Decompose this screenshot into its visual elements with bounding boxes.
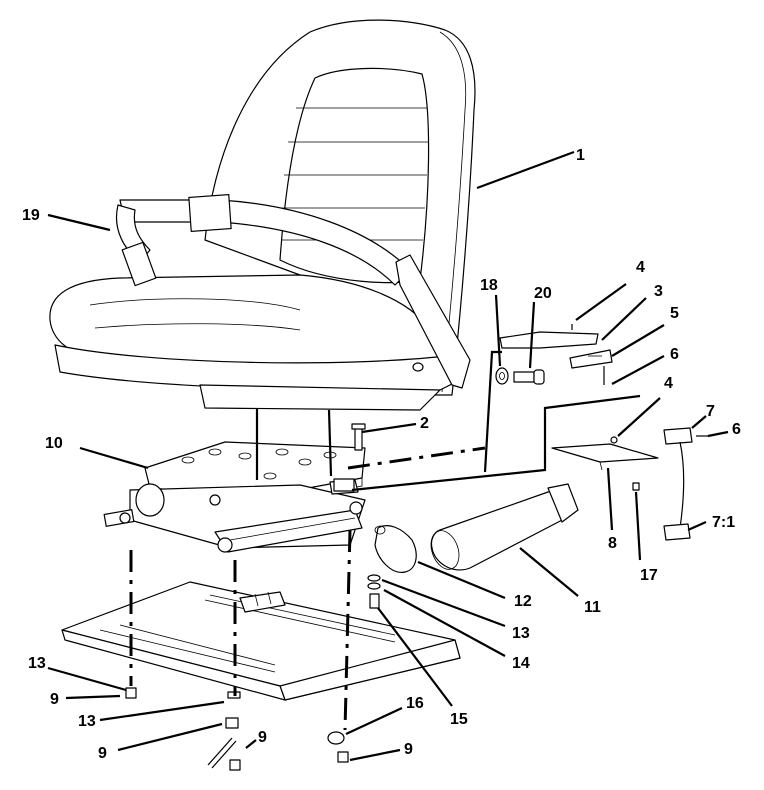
- clamp-ring-12: [374, 525, 417, 573]
- mounting-plate-3: [499, 331, 599, 349]
- console-parts: [499, 324, 708, 541]
- handle-parts: [374, 367, 579, 573]
- callout-9: 9: [98, 745, 107, 762]
- callout-6: 6: [732, 421, 741, 438]
- callout-11: 11: [584, 599, 601, 616]
- seat-suspension: [103, 441, 366, 553]
- belt-buckle: [188, 194, 232, 232]
- washer-18: [495, 367, 509, 385]
- callout-2: 2: [420, 415, 429, 432]
- bolt-20: [513, 371, 535, 383]
- callout-19: 19: [22, 207, 40, 224]
- callout-4: 4: [664, 375, 673, 392]
- bracket-5: [569, 349, 613, 369]
- callout-7-1: 7:1: [712, 514, 735, 531]
- callout-14: 14: [512, 655, 530, 672]
- callout-6: 6: [670, 346, 679, 363]
- callout-9: 9: [404, 741, 413, 758]
- bracket-7: [663, 427, 693, 445]
- callout-labels: 1 2 3 4 4 5 6 6 7 7:1 8 9 9 9 9 10 11 12…: [22, 147, 741, 762]
- callout-8: 8: [608, 535, 617, 552]
- leader-lines: [47, 150, 729, 762]
- adjuster-knob: [135, 483, 165, 517]
- callout-9: 9: [50, 691, 59, 708]
- harness-end-7-1: [663, 523, 691, 541]
- belt-anchor-bracket: [395, 254, 471, 389]
- callout-13: 13: [512, 625, 530, 642]
- callout-5: 5: [670, 305, 679, 322]
- callout-7: 7: [706, 403, 715, 420]
- callout-4: 4: [636, 259, 645, 276]
- callout-18: 18: [480, 277, 498, 294]
- tube-11: [430, 490, 569, 571]
- plate-8: [551, 443, 659, 463]
- callout-3: 3: [654, 283, 663, 300]
- callout-16: 16: [406, 695, 424, 712]
- belt-latch: [121, 241, 157, 287]
- callout-13: 13: [28, 655, 46, 672]
- seat-base-plate: [61, 581, 461, 701]
- callout-15: 15: [450, 711, 468, 728]
- seat-belt: [116, 194, 471, 389]
- callout-13: 13: [78, 713, 96, 730]
- callout-12: 12: [514, 593, 532, 610]
- callout-17: 17: [640, 567, 658, 584]
- callout-10: 10: [45, 435, 63, 452]
- callout-20: 20: [534, 285, 552, 302]
- callout-1: 1: [576, 147, 585, 164]
- callout-9: 9: [258, 729, 267, 746]
